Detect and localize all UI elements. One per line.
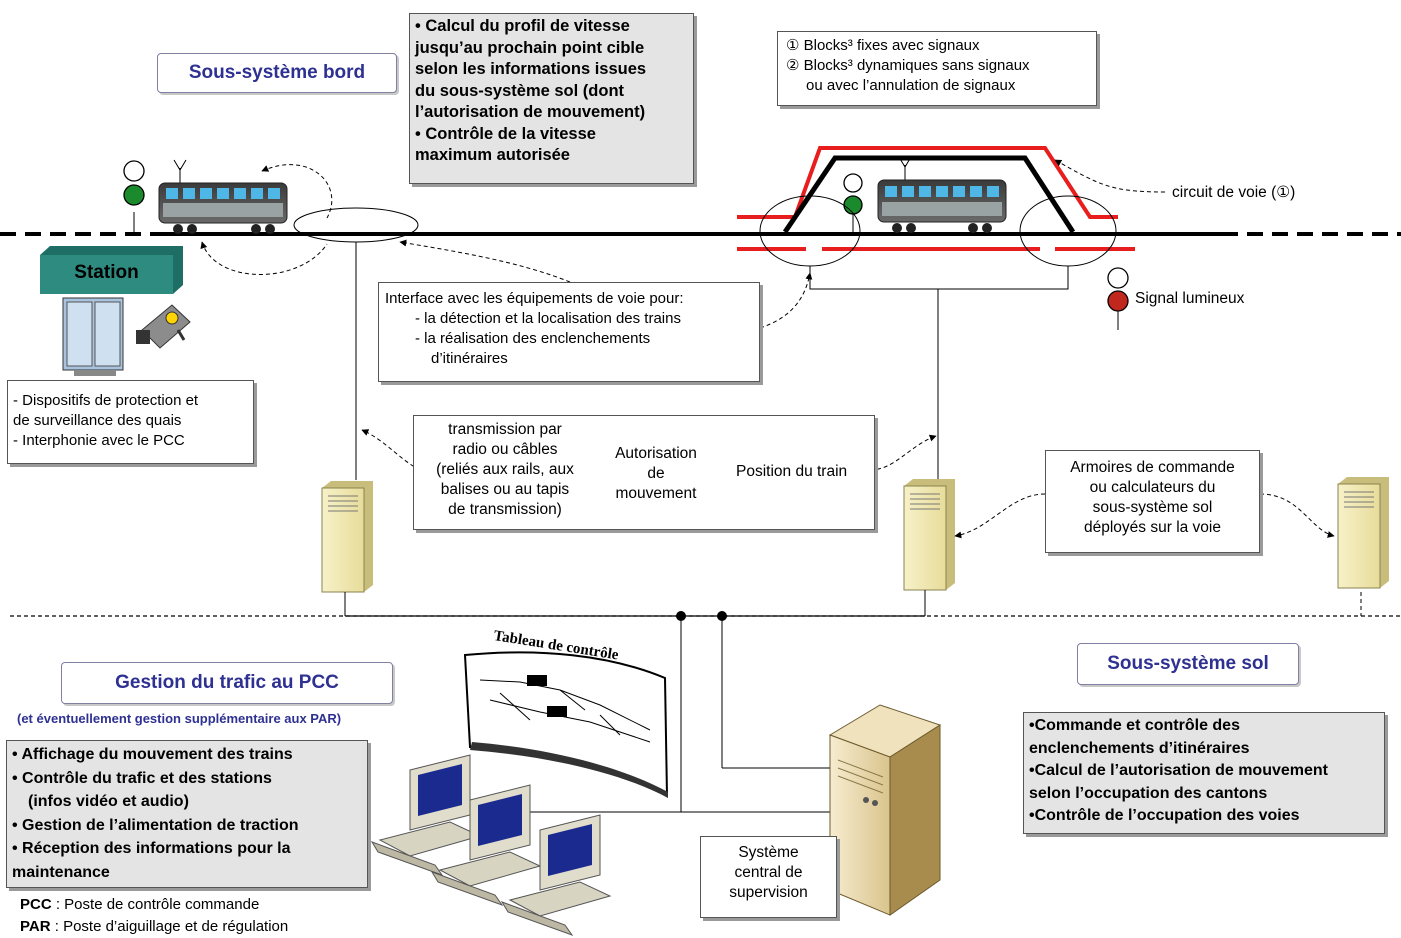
cabinets-box: Armoires de commande ou calculateurs du …: [1045, 450, 1260, 553]
station-building: [40, 246, 183, 294]
traffic-management-title: Gestion du trafic au PCC: [61, 662, 393, 704]
track-circuit-label: circuit de voie (①): [1172, 184, 1296, 201]
glossary-pcc: PCC : Poste de contrôle commande: [20, 896, 260, 913]
station-label: Station: [74, 262, 139, 283]
traffic-management-subtitle: (et éventuellement gestion supplémentair…: [17, 711, 342, 726]
station-devices-box: - Dispositifs de protection et de survei…: [7, 380, 254, 464]
server-icon-mid: [903, 479, 955, 591]
signal-light-label: Signal lumineux: [1135, 290, 1245, 307]
train-icon-left: [158, 159, 288, 234]
workstation-icons: [370, 754, 612, 937]
glossary: PCC : Poste de contrôle commande PAR : P…: [20, 894, 288, 938]
signal-light-icon: [1107, 267, 1129, 330]
server-icon-left: [321, 481, 373, 593]
board-subsystem-title: Sous-système bord: [157, 53, 397, 93]
traffic-functions-box: • Affichage du mouvement des trains • Co…: [6, 740, 368, 888]
train-position-label: Position du train: [736, 463, 848, 480]
train-icon-right: [877, 156, 1007, 233]
platform-doors-icon: [62, 297, 124, 376]
camera-icon: [136, 304, 191, 349]
signal-mid-icon: [843, 173, 863, 232]
speed-profile-box: • Calcul du profil de vitesse jusqu’au p…: [409, 13, 694, 184]
server-icon-right: [1337, 477, 1389, 589]
central-supervision-box: Système central de supervision: [700, 836, 837, 918]
ground-functions-box: •Commande et contrôle des enclenchements…: [1023, 712, 1385, 834]
interface-box: Interface avec les équipements de voie p…: [378, 282, 760, 382]
signal-left-icon: [123, 160, 145, 232]
ground-subsystem-title: Sous-système sol: [1077, 643, 1299, 685]
block-boundaries: [737, 146, 1135, 251]
glossary-par: PAR : Poste d’aiguillage et de régulatio…: [20, 918, 289, 935]
blocks-legend-box: ① Blocks³ fixes avec signaux ② Blocks³ d…: [777, 31, 1097, 106]
balise-zone: [293, 207, 419, 243]
transmission-box: transmission par radio ou câbles (reliés…: [413, 415, 875, 530]
control-panel-screen: [463, 651, 669, 798]
central-server-icon: [828, 704, 942, 916]
